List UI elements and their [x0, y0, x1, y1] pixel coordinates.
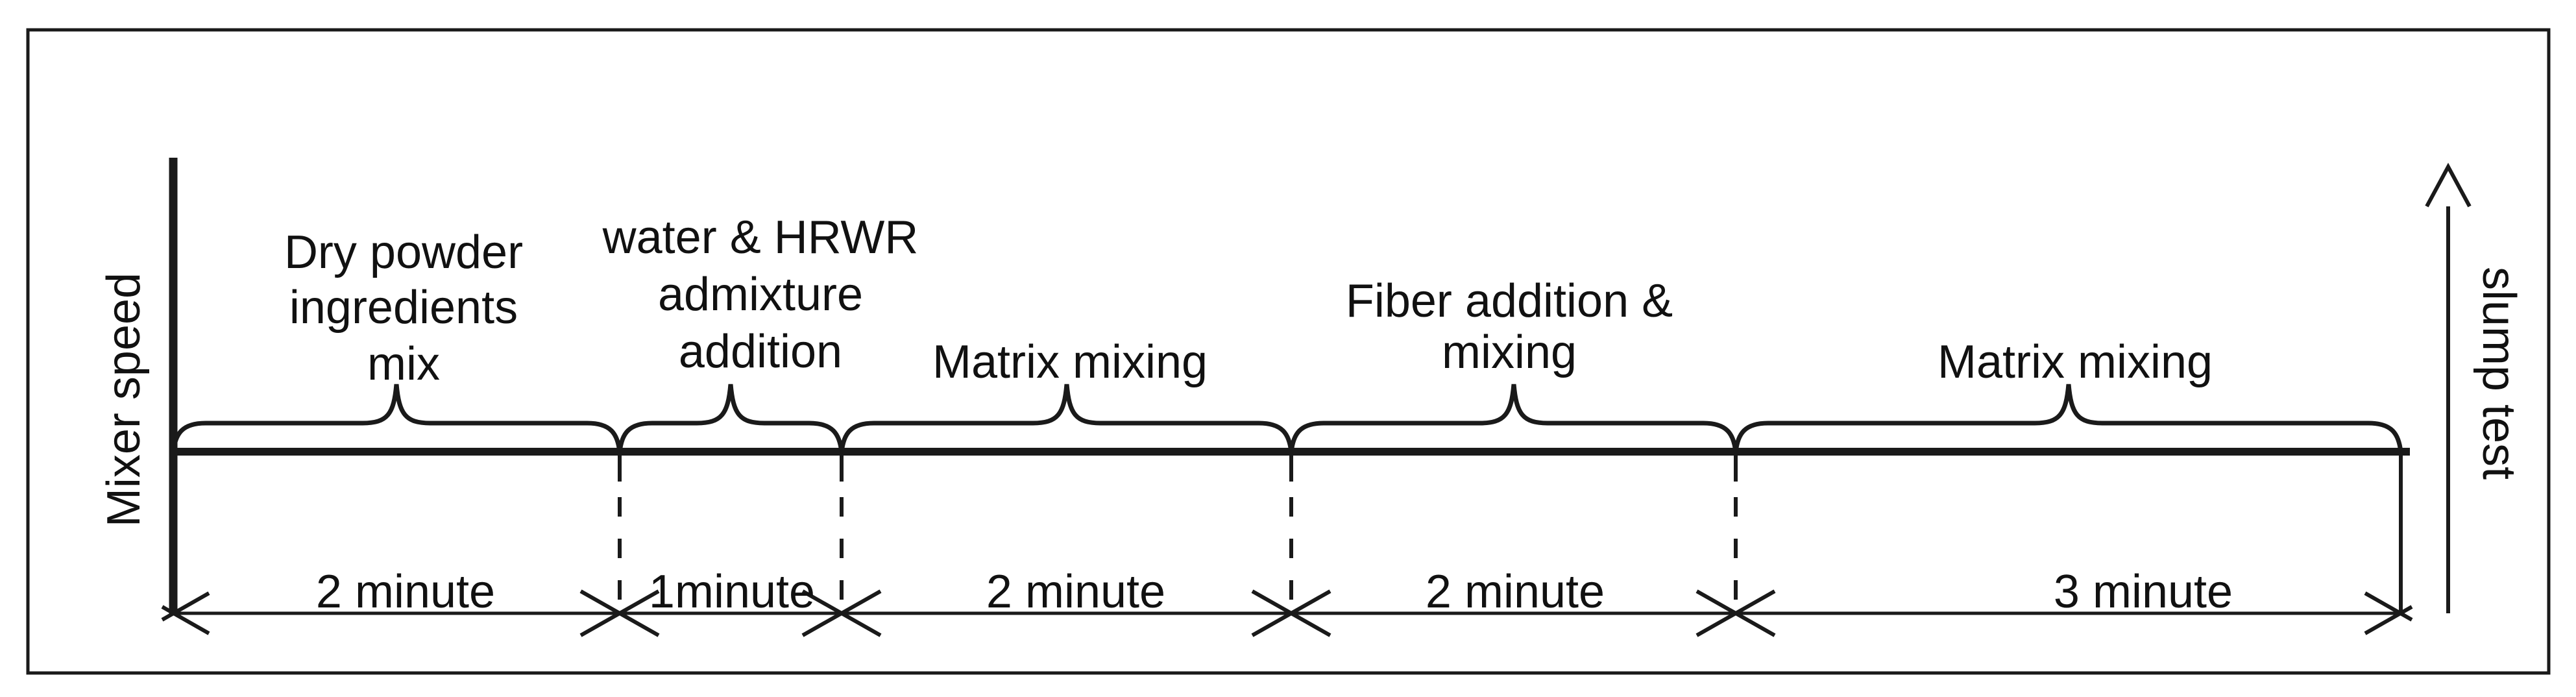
duration-label: 1minute	[649, 566, 815, 618]
duration-label: 2 minute	[986, 566, 1165, 618]
phase-brace-matrix-mixing-2	[1733, 384, 2403, 453]
phase-label-line: Matrix mixing	[932, 336, 1208, 388]
duration-label: 2 minute	[316, 566, 495, 618]
slump-test-label: slump test	[2473, 267, 2525, 480]
phase-label-line: mix	[367, 338, 440, 390]
slump-test-arrowhead-icon	[2425, 162, 2472, 208]
figure-border	[26, 28, 2551, 675]
dimension-cross-tick	[1251, 589, 1331, 637]
dimension-arrowhead-right	[2364, 605, 2413, 635]
phase-label-line: addition	[679, 326, 842, 378]
mixer-speed-axis-label: Mixer speed	[98, 273, 150, 527]
dimension-cross-tick	[1695, 589, 1776, 637]
phase-label-line: ingredients	[289, 282, 518, 334]
phase-label-line: Fiber addition &	[1346, 275, 1673, 327]
phase-label-line: mixing	[1442, 326, 1577, 378]
duration-label: 3 minute	[2054, 566, 2233, 618]
phase-label-line: water & HRWR	[602, 212, 919, 263]
phase-brace-fiber-addition	[1289, 384, 1738, 453]
dimension-arrowhead-left	[161, 591, 210, 622]
dimension-arrowhead-right	[2364, 591, 2413, 622]
dimension-cross-tick	[801, 589, 882, 637]
phase-brace-water-hrwr	[617, 384, 844, 453]
phase-brace-dry-powder	[171, 384, 622, 453]
phase-label-line: Matrix mixing	[1938, 336, 2213, 388]
dimension-arrowhead-left	[161, 605, 210, 635]
phase-label-line: Dry powder	[284, 226, 523, 278]
duration-label: 2 minute	[1426, 566, 1605, 618]
dimension-cross-tick	[579, 589, 660, 637]
phase-brace-matrix-mixing-1	[839, 384, 1294, 453]
phase-label-line: admixture	[658, 269, 863, 321]
